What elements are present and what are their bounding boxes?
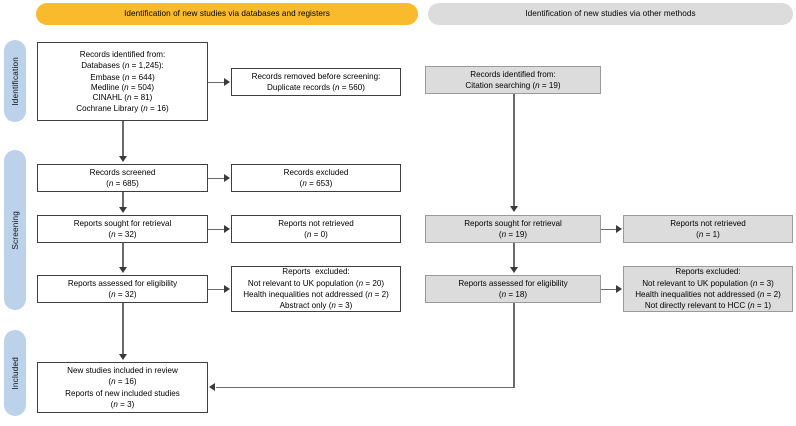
box-line: Duplicate records (n = 560) [267, 83, 365, 92]
connector-sought-to-assessed [122, 243, 124, 268]
connector-identified-to-removed [208, 82, 225, 83]
arrowhead-right-icon [224, 285, 230, 293]
box-line: (n = 32) [108, 290, 137, 299]
box-line: (n = 1) [696, 230, 720, 239]
box-line: Reports assessed for eligibility [67, 278, 178, 288]
box-line: Health inequalities not addressed (n = 2… [635, 290, 781, 299]
arrowhead-right-icon [224, 225, 230, 233]
banner-other-methods-label: Identification of new studies via other … [525, 9, 696, 19]
arrowhead-down-icon [119, 267, 127, 273]
box-line: Reports excluded: [675, 267, 741, 277]
box-line: (n = 3) [110, 399, 135, 409]
stage-label-included: Included [10, 356, 20, 390]
box-line: Reports sought for retrieval [73, 218, 172, 228]
box-reports-assessed-for-eligibility: Reports assessed for eligibility (n = 32… [37, 275, 208, 303]
stage-pill-included: Included [4, 330, 26, 416]
box-line: Health inequalities not addressed (n = 2… [243, 290, 389, 299]
box-line: Reports not retrieved [670, 218, 746, 228]
stage-pill-screening: Screening [4, 150, 26, 310]
banner-databases-and-registers: Identification of new studies via databa… [36, 3, 418, 25]
box-reports-not-retrieved-other: Reports not retrieved (n = 1) [623, 215, 793, 243]
box-line: Cochrane Library (n = 16) [76, 103, 169, 113]
box-line: (n = 18) [498, 290, 528, 299]
box-line: (n = 16) [108, 377, 137, 387]
stage-pill-identification: Identification [4, 40, 26, 122]
connector-sought-other-to-assessed [513, 243, 515, 268]
box-reports-sought-for-retrieval: Reports sought for retrieval (n = 32) [37, 215, 208, 243]
box-line: Citation searching (n = 19) [465, 81, 561, 90]
box-line: (n = 0) [304, 230, 328, 239]
box-records-identified-citation-searching: Records identified from: Citation search… [425, 66, 601, 94]
box-line: (n = 19) [498, 230, 528, 239]
banner-databases-label: Identification of new studies via databa… [124, 9, 330, 19]
connector-assessed-other-to-excluded [601, 289, 617, 290]
box-line: Records removed before screening: [251, 71, 381, 81]
box-line: Not relevant to UK population (n = 3) [642, 278, 774, 288]
stage-label-identification: Identification [10, 56, 20, 106]
arrowhead-down-icon [119, 354, 127, 360]
box-line: Databases (n = 1,245): [81, 61, 164, 71]
box-records-identified-databases: Records identified from: Databases (n = … [37, 42, 208, 121]
box-line: Reports not retrieved [278, 218, 354, 228]
box-line: Records excluded [283, 167, 349, 177]
box-reports-assessed-for-eligibility-other: Reports assessed for eligibility (n = 18… [425, 275, 601, 303]
connector-screened-to-excluded [208, 178, 225, 179]
box-line: Not relevant to UK population (n = 20) [247, 278, 385, 288]
box-records-removed-before-screening: Records removed before screening: Duplic… [231, 68, 401, 96]
box-reports-excluded: Reports excluded: Not relevant to UK pop… [231, 266, 401, 312]
arrowhead-right-icon [616, 225, 622, 233]
connector-assessed-to-excluded [208, 289, 225, 290]
connector-sought-to-not-retrieved [208, 229, 225, 230]
box-line: Reports assessed for eligibility [458, 278, 568, 288]
box-line: (n = 685) [106, 179, 139, 188]
box-line: Embase (n = 644) [90, 72, 155, 82]
box-reports-excluded-other: Reports excluded: Not relevant to UK pop… [623, 266, 793, 312]
arrowhead-down-icon [510, 206, 518, 212]
connector-citation-to-sought [513, 94, 515, 207]
banner-other-methods: Identification of new studies via other … [428, 3, 793, 25]
arrowhead-right-icon [616, 285, 622, 293]
box-line: Abstract only (n = 3) [279, 301, 353, 311]
box-line: Reports of new included studies [65, 388, 180, 398]
box-line: Medline (n = 504) [90, 83, 155, 93]
box-line: Reports excluded: [282, 267, 350, 277]
box-line: CINAHL (n = 81) [92, 92, 153, 102]
connector-sought-other-to-not-retrieved [601, 229, 617, 230]
box-line: Records identified from: [79, 49, 166, 59]
box-new-studies-included: New studies included in review (n = 16) … [37, 362, 208, 413]
box-line: Records identified from: [470, 69, 556, 79]
connector-other-to-included [216, 387, 515, 388]
arrowhead-down-icon [119, 156, 127, 162]
connector-identified-to-screened [122, 121, 124, 157]
box-reports-not-retrieved: Reports not retrieved (n = 0) [231, 215, 401, 243]
arrowhead-left-icon [209, 383, 215, 391]
box-line: Reports sought for retrieval [464, 218, 562, 228]
arrowhead-down-icon [510, 267, 518, 273]
box-line: Not directly relevant to HCC (n = 1) [644, 301, 772, 311]
box-line: Records screened [89, 167, 156, 177]
connector-assessed-other-down [513, 303, 515, 388]
box-records-excluded: Records excluded (n = 653) [231, 164, 401, 192]
box-line: New studies included in review [67, 365, 178, 375]
arrowhead-right-icon [224, 78, 230, 86]
arrowhead-right-icon [224, 174, 230, 182]
box-line: (n = 32) [108, 230, 137, 239]
stage-label-screening: Screening [10, 210, 20, 250]
box-records-screened: Records screened (n = 685) [37, 164, 208, 192]
arrowhead-down-icon [119, 207, 127, 213]
box-reports-sought-for-retrieval-other: Reports sought for retrieval (n = 19) [425, 215, 601, 243]
connector-assessed-to-included [122, 303, 124, 355]
connector-screened-to-sought [122, 192, 124, 208]
box-line: (n = 653) [299, 179, 333, 188]
